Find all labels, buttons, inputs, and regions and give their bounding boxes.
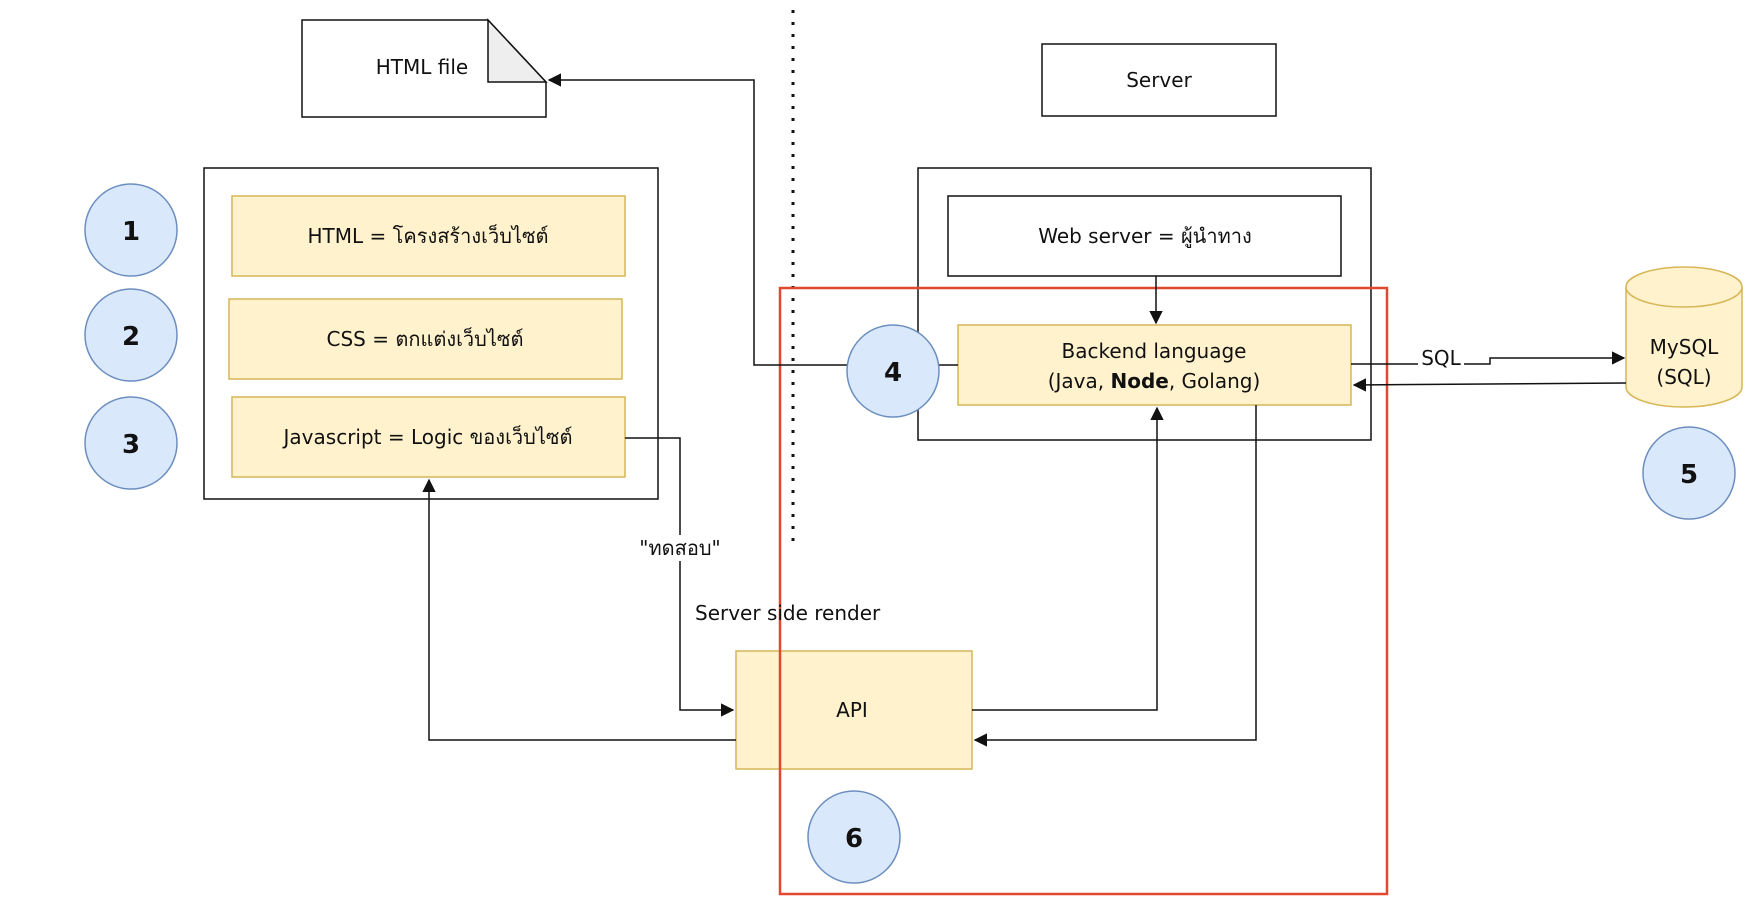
marker-1: 1 xyxy=(84,183,178,277)
edge-label-test: "ทดสอบ" xyxy=(639,536,720,560)
backend-line1: Backend language xyxy=(1062,339,1247,363)
svg-text:3: 3 xyxy=(122,430,140,460)
mysql-line2: (SQL) xyxy=(1656,365,1711,389)
html-file-node[interactable]: HTML file xyxy=(301,18,548,118)
edge-api-to-backend xyxy=(972,406,1164,711)
server-label: Server xyxy=(1126,68,1192,92)
css-node[interactable]: CSS = ตกแต่งเว็บไซต์ xyxy=(228,298,623,380)
edge-mysql-to-backend xyxy=(1352,378,1627,392)
highlight-region xyxy=(778,286,1389,896)
html-file-label: HTML file xyxy=(376,55,468,79)
edge-javascript-to-api xyxy=(625,437,735,717)
html-node[interactable]: HTML = โครงสร้างเว็บไซต์ xyxy=(231,195,626,277)
svg-text:1: 1 xyxy=(122,217,140,247)
server-node[interactable]: Server xyxy=(1041,43,1277,117)
api-node[interactable]: API xyxy=(735,650,973,770)
edge-label-sql: SQL xyxy=(1421,346,1461,370)
javascript-node-label: Javascript = Logic ของเว็บไซต์ xyxy=(282,424,573,449)
web-server-label: Web server = ผู้นำทาง xyxy=(1038,224,1252,249)
css-node-label: CSS = ตกแต่งเว็บไซต์ xyxy=(327,326,524,351)
mysql-database-node[interactable]: MySQL (SQL) xyxy=(1625,266,1743,408)
marker-5: 5 xyxy=(1642,426,1736,520)
marker-3: 3 xyxy=(84,396,178,490)
web-server-node[interactable]: Web server = ผู้นำทาง xyxy=(947,195,1342,277)
backend-node[interactable]: Backend language (Java, Node, Golang) xyxy=(957,324,1352,406)
svg-text:6: 6 xyxy=(845,824,863,854)
edge-backend-to-mysql xyxy=(1351,351,1626,365)
marker-6: 6 xyxy=(807,790,901,884)
edge-api-to-javascript xyxy=(422,478,736,741)
mysql-line1: MySQL xyxy=(1650,335,1720,359)
api-label: API xyxy=(836,698,868,722)
svg-text:4: 4 xyxy=(884,358,902,388)
javascript-node[interactable]: Javascript = Logic ของเว็บไซต์ xyxy=(231,396,626,478)
html-node-label: HTML = โครงสร้างเว็บไซต์ xyxy=(307,223,548,248)
svg-text:5: 5 xyxy=(1680,460,1698,490)
backend-line2: (Java, Node, Golang) xyxy=(1048,369,1261,393)
marker-2: 2 xyxy=(84,288,178,382)
marker-4: 4 xyxy=(846,324,940,418)
edge-backend-to-api xyxy=(973,405,1257,747)
svg-text:2: 2 xyxy=(122,322,140,352)
label-server-side-render: Server side render xyxy=(695,601,881,625)
